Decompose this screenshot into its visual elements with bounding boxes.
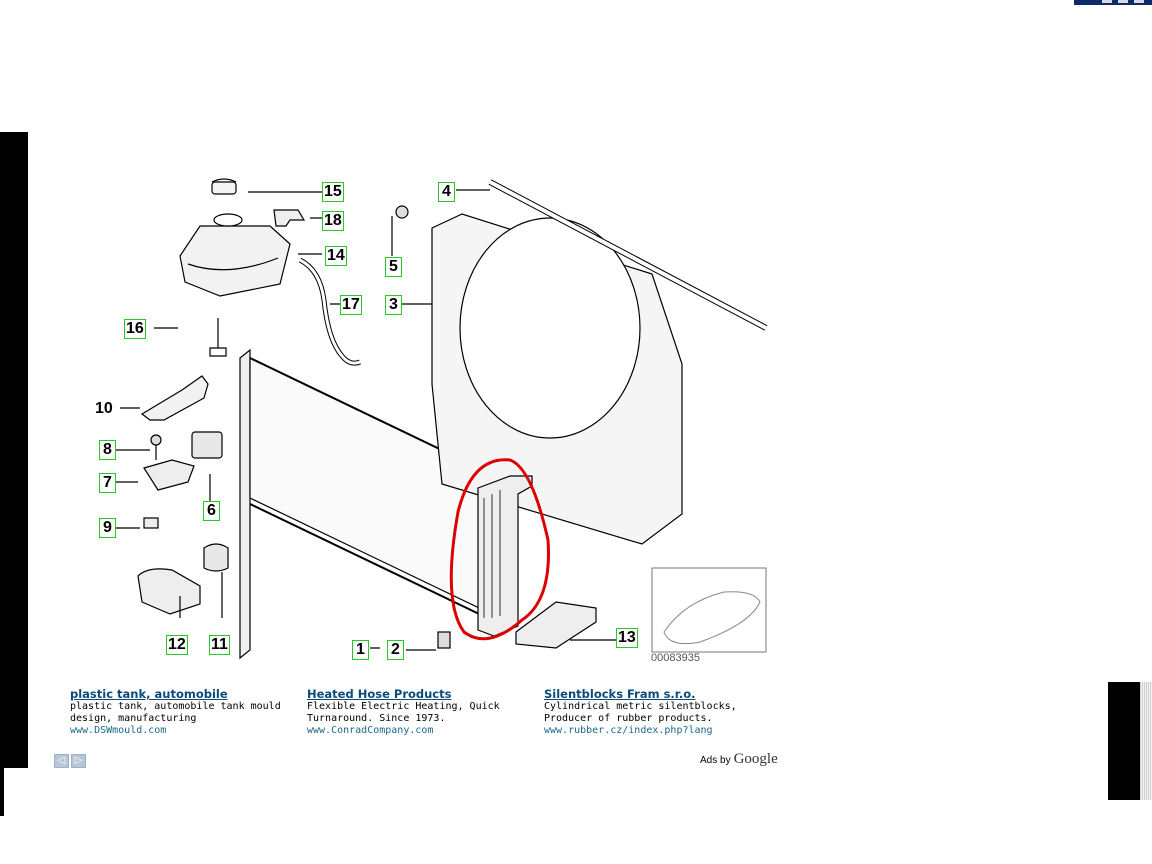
callout-11: 11	[209, 635, 230, 655]
callout-2: 2	[387, 640, 404, 660]
left-edge-bar-lower	[0, 768, 4, 816]
callout-18: 18	[322, 211, 344, 231]
nut-9	[143, 517, 159, 529]
ads-by-label: Ads by	[700, 755, 731, 766]
ad-url-link[interactable]: www.rubber.cz/index.php?lang	[544, 725, 713, 736]
diagram-part-code: 00083935	[651, 652, 700, 664]
ad-title-link[interactable]: Heated Hose Products	[307, 687, 452, 701]
highlight-circle	[449, 458, 550, 641]
callout-1: 1	[352, 640, 369, 660]
air-duct-12	[137, 568, 201, 615]
next-arrow-icon[interactable]: ▷	[71, 754, 86, 768]
callout-17: 17	[340, 295, 362, 315]
ad-title-link[interactable]: plastic tank, automobile	[70, 687, 228, 701]
ad-description: Cylindrical metric silentblocks, Produce…	[544, 701, 737, 724]
callout-3: 3	[385, 295, 402, 315]
rubber-11	[203, 543, 229, 572]
callout-4: 4	[438, 182, 455, 202]
sensor-16	[209, 318, 227, 357]
callout-15: 15	[322, 182, 344, 202]
rubber-6	[191, 431, 223, 459]
ad-url-link[interactable]: www.ConradCompany.com	[307, 725, 434, 736]
parts-diagram-drawing	[110, 178, 768, 660]
expansion-tank	[179, 225, 291, 297]
radiator-left-tank	[239, 348, 251, 660]
callout-5: 5	[385, 257, 402, 277]
ad-item: plastic tank, automobile plastic tank, a…	[70, 688, 300, 737]
callout-14: 14	[325, 246, 347, 266]
cap-15-body	[211, 181, 237, 195]
prev-arrow-icon[interactable]: ◁	[54, 754, 69, 768]
top-right-window-widget[interactable]	[1074, 0, 1152, 5]
right-edge-scroll-widget[interactable]	[1108, 682, 1152, 800]
callout-13: 13	[616, 628, 638, 648]
callout-6: 6	[203, 501, 220, 521]
car-thumbnail	[651, 567, 767, 653]
ad-item: Silentblocks Fram s.r.o. Cylindrical met…	[544, 688, 774, 737]
cap-15	[211, 178, 237, 183]
ad-url-link[interactable]: www.DSWmould.com	[70, 725, 167, 736]
sensor-2	[437, 631, 451, 649]
fan-opening	[459, 217, 641, 439]
callout-10: 10	[95, 400, 113, 417]
tank-neck	[213, 213, 243, 227]
callout-7: 7	[99, 473, 116, 493]
ads-by-google-link[interactable]: Ads by Google	[700, 751, 778, 768]
ad-title-link[interactable]: Silentblocks Fram s.r.o.	[544, 687, 696, 701]
ad-navigation: ◁ ▷	[54, 754, 86, 768]
ad-item: Heated Hose Products Flexible Electric H…	[307, 688, 537, 737]
left-edge-bar	[0, 132, 28, 768]
parts-diagram	[60, 178, 780, 672]
clip-18	[273, 209, 306, 227]
google-logo: Google	[733, 751, 778, 767]
callout-16: 16	[124, 319, 146, 339]
mount-7	[143, 459, 195, 491]
ad-description: Flexible Electric Heating, Quick Turnaro…	[307, 701, 500, 724]
rivet-5	[395, 205, 409, 219]
radiator-side-tank	[477, 475, 533, 637]
callout-12: 12	[166, 635, 188, 655]
callout-9: 9	[99, 518, 116, 538]
bracket-10	[140, 375, 209, 421]
bolt-8	[150, 434, 162, 446]
air-duct-13	[515, 601, 597, 649]
callout-8: 8	[99, 440, 116, 460]
ad-description: plastic tank, automobile tank mould desi…	[70, 701, 281, 724]
